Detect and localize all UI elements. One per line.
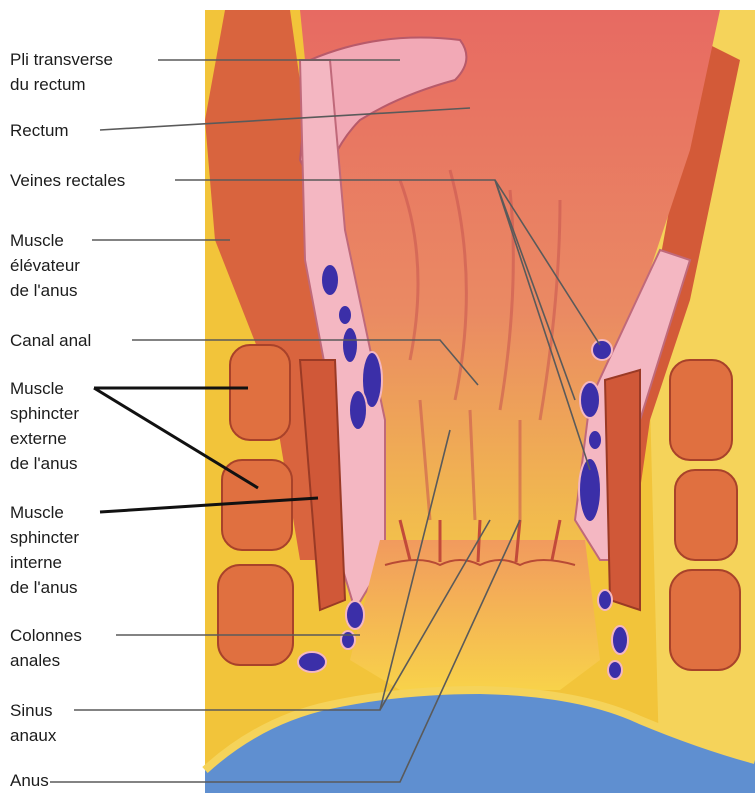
label-pli-transverse: Pli transverse du rectum (10, 47, 113, 97)
right-internal-sphincter (605, 370, 640, 610)
label-line: Colonnes (10, 623, 82, 648)
label-line: anales (10, 648, 82, 673)
label-sphincter-interne: Muscle sphincter interne de l'anus (10, 500, 79, 600)
label-line: du rectum (10, 72, 113, 97)
label-line: Veines rectales (10, 168, 125, 193)
label-line: Sinus (10, 698, 56, 723)
label-muscle-elevateur: Muscle élévateur de l'anus (10, 228, 80, 303)
label-line: externe (10, 426, 79, 451)
label-line: élévateur (10, 253, 80, 278)
label-veines-rectales: Veines rectales (10, 168, 125, 193)
label-line: sphincter (10, 401, 79, 426)
label-line: Canal anal (10, 328, 91, 353)
label-anus: Anus (10, 768, 49, 793)
label-colonnes-anales: Colonnes anales (10, 623, 82, 673)
label-line: sphincter (10, 525, 79, 550)
label-canal-anal: Canal anal (10, 328, 91, 353)
label-line: de l'anus (10, 575, 79, 600)
label-line: Muscle (10, 500, 79, 525)
label-line: anaux (10, 723, 56, 748)
label-line: Pli transverse (10, 47, 113, 72)
label-line: Rectum (10, 118, 69, 143)
label-line: Anus (10, 768, 49, 793)
label-line: de l'anus (10, 278, 80, 303)
right-external-sphincter (670, 360, 740, 670)
label-line: Muscle (10, 376, 79, 401)
label-line: de l'anus (10, 451, 79, 476)
label-line: interne (10, 550, 79, 575)
label-sinus-anaux: Sinus anaux (10, 698, 56, 748)
label-line: Muscle (10, 228, 80, 253)
label-sphincter-externe: Muscle sphincter externe de l'anus (10, 376, 79, 476)
label-rectum: Rectum (10, 118, 69, 143)
